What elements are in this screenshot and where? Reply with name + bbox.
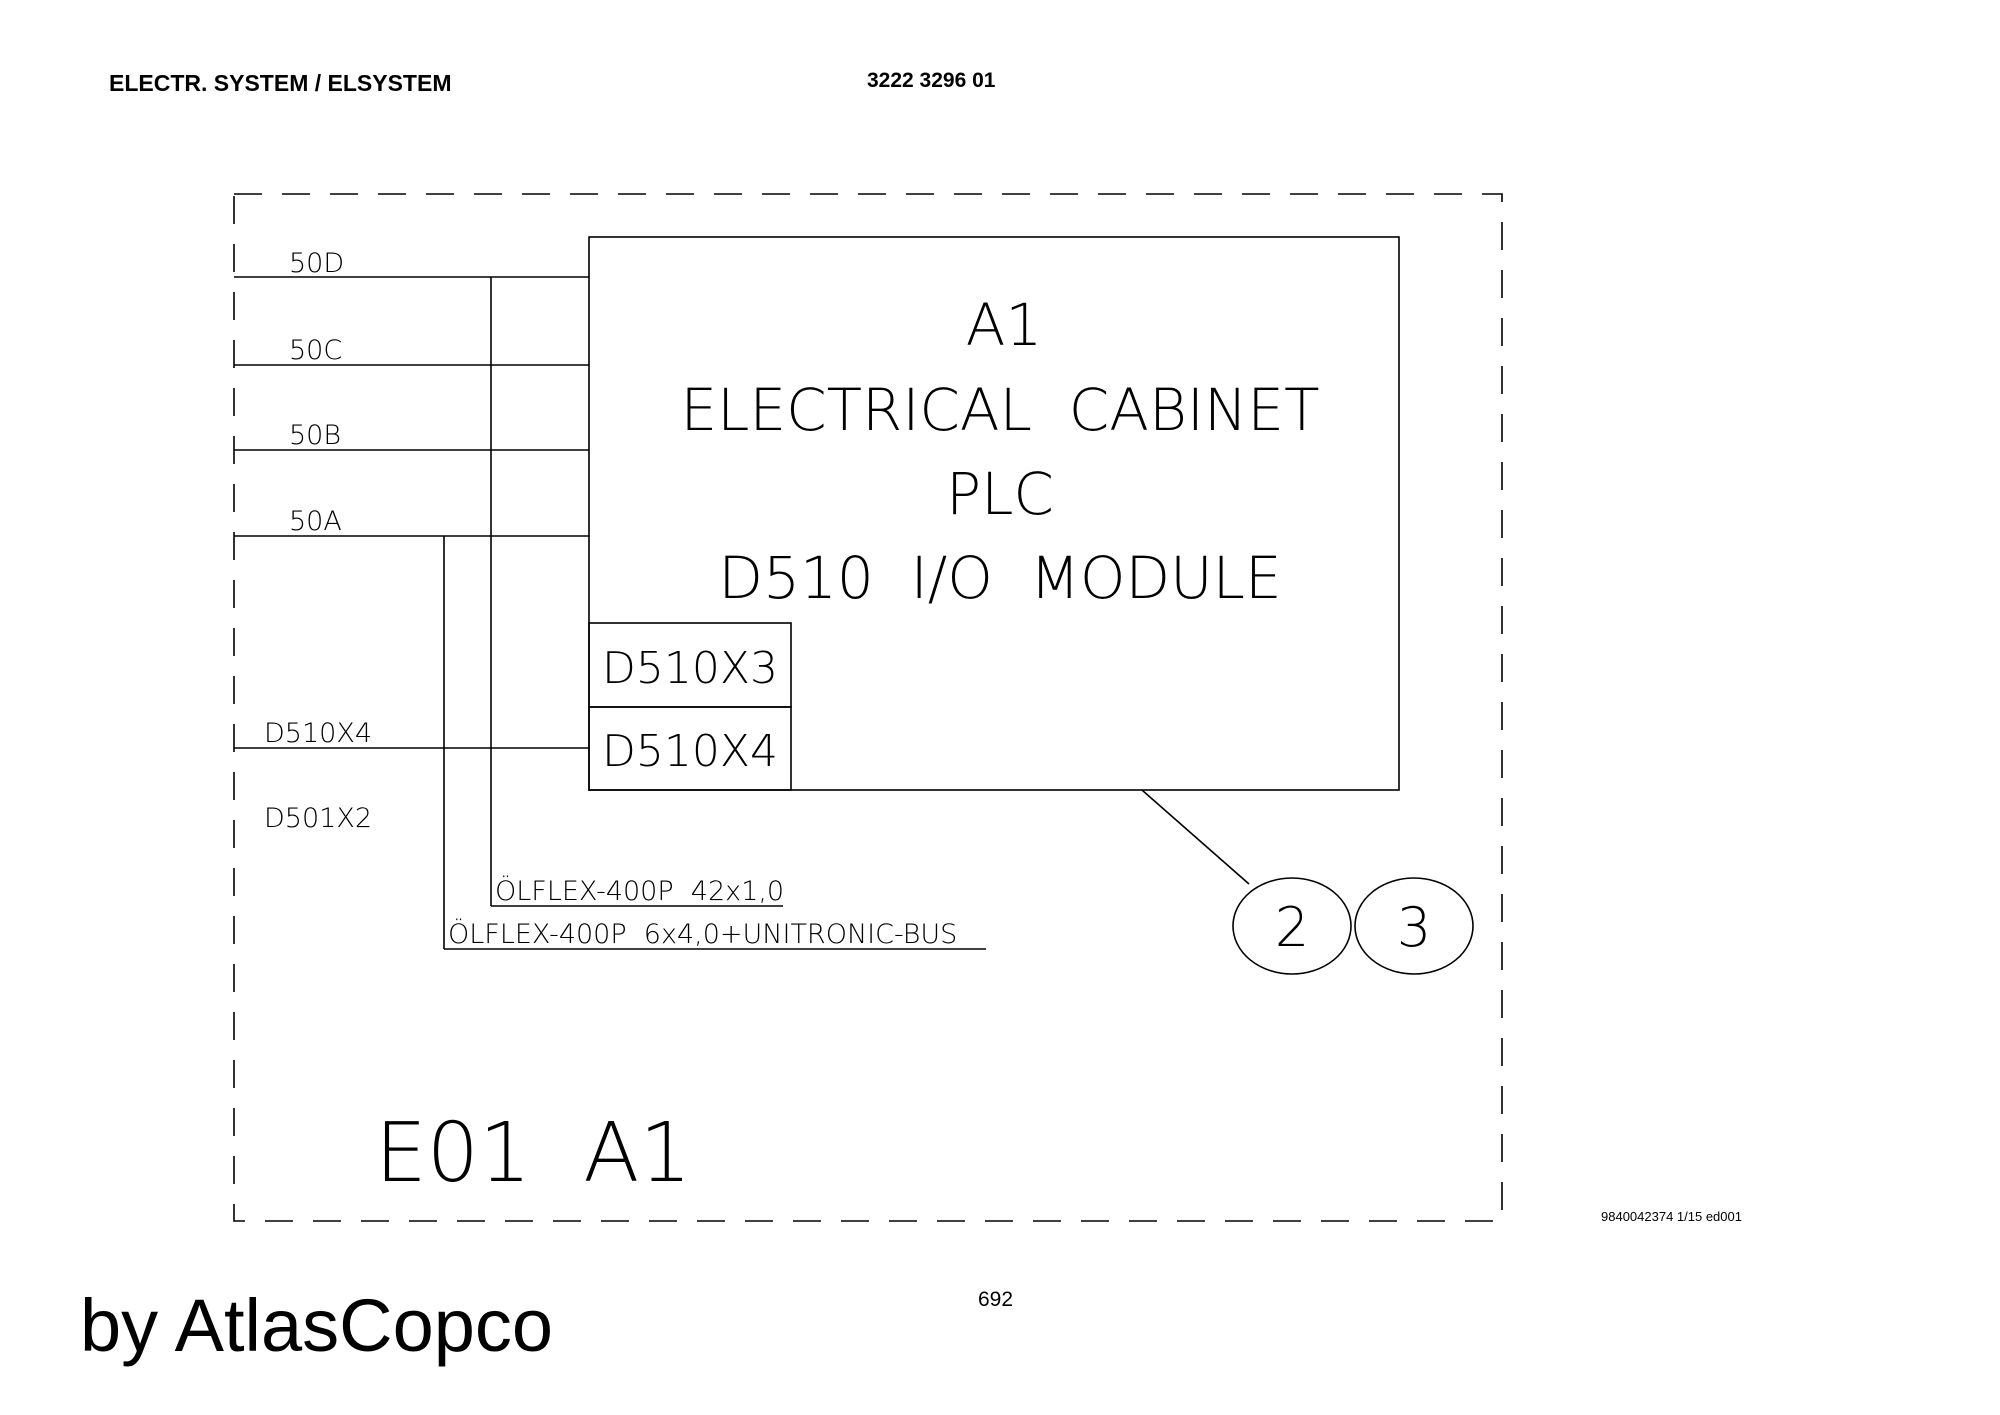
enclosure-label: E01 A1	[375, 1106, 692, 1201]
module-box	[588, 236, 1400, 791]
connector-label-d510x4: D510X4	[602, 726, 778, 777]
cable-label-2: ÖLFLEX-400P 6x4,0+UNITRONIC-BUS	[448, 918, 957, 950]
brand-watermark: by AtlasCopco	[80, 1284, 554, 1367]
enclosure-border	[233, 193, 1503, 1222]
left-label-d510x4: D510X4	[264, 718, 372, 749]
document-number: 3222 3296 01	[867, 69, 996, 92]
wire-label-50b: 50B	[289, 420, 341, 451]
reference-number-3: 3	[1397, 896, 1431, 959]
page-number: 692	[978, 1288, 1014, 1311]
drawing-code: 9840042374 1/15 ed001	[1601, 1209, 1742, 1224]
document-title: ELECTR. SYSTEM / ELSYSTEM	[109, 70, 452, 96]
connector-label-d510x3: D510X3	[602, 643, 778, 694]
left-label-d501x2: D501X2	[264, 803, 372, 834]
cable-label-1: ÖLFLEX-400P 42x1,0	[495, 875, 784, 907]
reference-circle-2	[1232, 877, 1352, 975]
reference-number-2: 2	[1275, 896, 1309, 959]
wire-label-50a: 50A	[289, 506, 342, 537]
reference-leader	[1141, 789, 1250, 885]
module-name: D510 I/O MODULE	[718, 544, 1281, 612]
module-subtitle: ELECTRICAL CABINET	[680, 376, 1319, 444]
wire-label-50c: 50C	[289, 335, 342, 366]
reference-circle-3	[1354, 877, 1474, 975]
module-title: A1	[966, 291, 1043, 359]
module-type: PLC	[946, 460, 1054, 528]
wire-label-50d: 50D	[289, 248, 344, 279]
